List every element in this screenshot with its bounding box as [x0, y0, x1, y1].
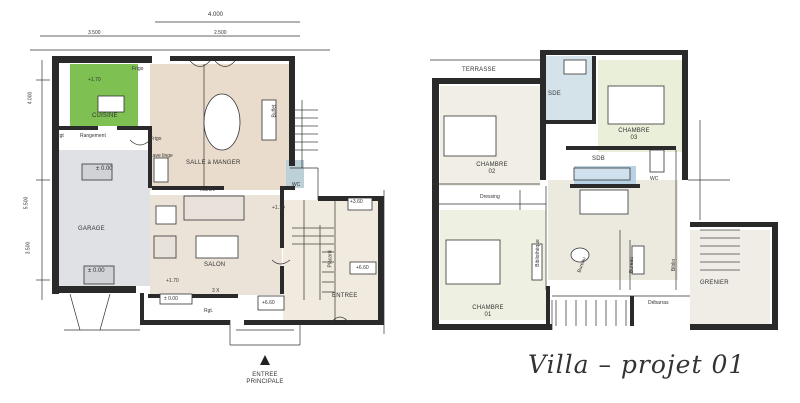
room-sde: SDE [548, 91, 561, 97]
ground-sketch-lines [30, 21, 385, 346]
dim-left-3: 3.500 [25, 241, 32, 255]
room-salon: SALON [204, 262, 226, 268]
kitchen-level: +1.70 [88, 77, 101, 83]
entree-fill [283, 200, 383, 320]
grenier-fill [690, 230, 770, 326]
room-chambre03: CHAMBRE 03 [618, 128, 650, 141]
entree-level-right: +6.60 [356, 265, 369, 271]
bed-03 [607, 85, 665, 125]
room-sdb: SDB [592, 156, 605, 162]
debarras-label: Débarras [648, 300, 669, 306]
lave-linge-label: Lave linge [150, 153, 173, 159]
entry-arrow-icon [260, 355, 270, 365]
room-entree: ENTREE [332, 293, 358, 299]
upper-floor-plan [430, 50, 778, 330]
bibliotheque-label: Bibliothèque [534, 239, 541, 267]
dim-top-right: 2.500 [214, 30, 227, 36]
room-grenier: GRENIER [700, 280, 729, 286]
garage-level-bottom: ± 0.00 [88, 268, 105, 274]
buffet-label: Buffet [271, 104, 278, 118]
salon-level: +1.70 [166, 278, 179, 284]
room-garage: GARAGE [78, 226, 105, 232]
room-chambre02: CHAMBRE 02 [476, 162, 508, 175]
entree-level-bottom: +6.60 [262, 300, 275, 306]
dining-table [203, 93, 241, 151]
ground-walls [52, 56, 384, 325]
rgt-kitchen-label: Rgt [56, 133, 64, 139]
frigo-label: Frigo [132, 66, 144, 72]
dim-top-left: 3.500 [88, 30, 101, 36]
page-title: Villa – projet 01 [528, 350, 746, 379]
ground-floor-plan [30, 21, 385, 365]
wc-fill [286, 160, 304, 188]
salon-level-top: +1.10 [272, 205, 285, 211]
upper-furniture [443, 59, 665, 285]
room-cuisine: CUISINE [92, 113, 118, 119]
frigo2-label: Frigo [150, 136, 162, 142]
wc-label: WC [292, 182, 301, 188]
bed-02 [443, 115, 497, 157]
upper-sketch-lines [430, 59, 730, 330]
dim-top-total: 4.000 [208, 12, 224, 18]
salon-level-low: ± 0.00 [164, 296, 178, 302]
biblio-label: Biblio [671, 258, 678, 272]
room-wc-upper: WC [650, 176, 659, 182]
bed-01 [445, 239, 501, 285]
dim-left-2: 5.500 [23, 196, 30, 210]
placard-label: Placard [327, 250, 334, 268]
upper-stairs [555, 229, 740, 326]
room-terrasse: TERRASSE [462, 67, 496, 73]
rgt-entry-label: Rgt. [204, 308, 214, 314]
march-label: march. [200, 187, 216, 193]
dim-left-1: 4.000 [27, 91, 34, 105]
ground-openings [69, 60, 351, 331]
ground-stairs [292, 109, 334, 293]
room-chambre01: CHAMBRE 01 [472, 305, 504, 318]
room-dressing: Dressing [480, 194, 500, 200]
ground-furniture [81, 93, 377, 311]
garage-level-top: ± 0.00 [96, 166, 113, 172]
rangement-label: Rangement [80, 133, 106, 139]
kitchen-fill [70, 64, 138, 126]
rgt-3x-label: 3 X [212, 288, 220, 294]
bureau-cabinet-label: Bureau [629, 256, 636, 274]
entree-level-top: +3.60 [350, 199, 363, 205]
room-salle-a-manger: SALLE à MANGER [186, 160, 241, 166]
entree-principale-label: ENTREE PRINCIPALE [246, 372, 284, 385]
